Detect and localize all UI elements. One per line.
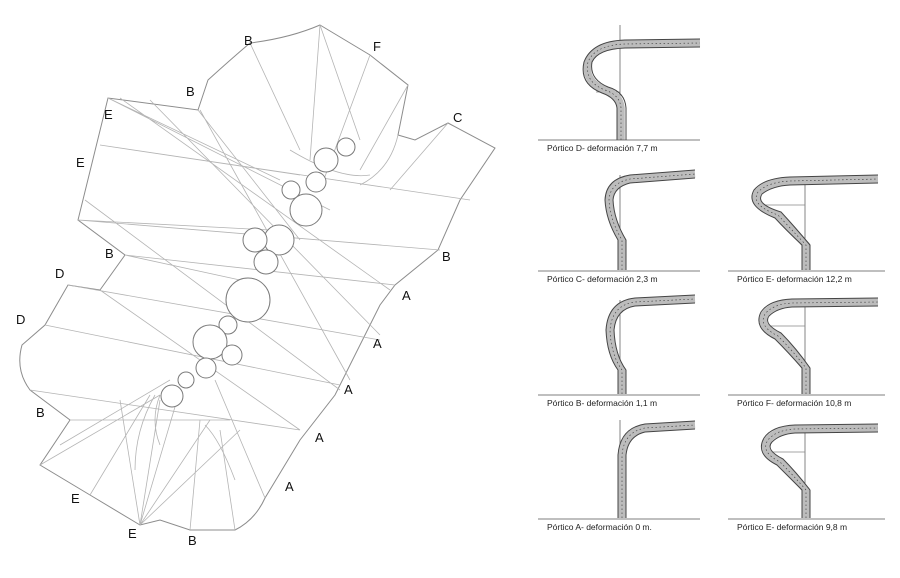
plan-label: A <box>344 382 353 397</box>
portico-panel: Pórtico E- deformación 9,8 m <box>728 423 885 532</box>
deformed-frame-edge <box>767 305 879 394</box>
deformed-frame <box>606 295 696 394</box>
deformed-frame <box>752 175 879 270</box>
plan-label: F <box>373 39 381 54</box>
deformed-frame-edge <box>617 420 696 518</box>
opening-circle <box>305 171 327 193</box>
deformed-frame <box>605 170 696 270</box>
plan-label: A <box>315 430 324 445</box>
portico-caption: Pórtico E- deformación 12,2 m <box>737 274 852 284</box>
plan-label: D <box>16 312 25 327</box>
plan-openings <box>160 137 356 408</box>
deformed-frame-edge <box>760 423 879 518</box>
portico-panel: Pórtico C- deformación 2,3 m <box>538 169 700 284</box>
opening-circle <box>195 357 217 379</box>
plan-label: C <box>453 110 462 125</box>
deformed-frame <box>583 39 701 140</box>
opening-circle <box>242 227 268 253</box>
deformed-frame-edge <box>751 174 879 270</box>
plan-label: E <box>104 107 113 122</box>
deformed-frame-edge <box>612 177 696 270</box>
deformed-frame-edge <box>758 297 879 394</box>
portico-caption: Pórtico A- deformación 0 m. <box>547 522 652 532</box>
portico-caption: Pórtico E- deformación 9,8 m <box>737 522 847 532</box>
plan-label: B <box>244 33 253 48</box>
plan-label: B <box>105 246 114 261</box>
frame-hatch <box>621 424 696 518</box>
plan-label: B <box>36 405 45 420</box>
portico-caption: Pórtico B- deformación 1,1 m <box>547 398 657 408</box>
portico-panel: Pórtico E- deformación 12,2 m <box>728 174 885 284</box>
plan-label: B <box>186 84 195 99</box>
plan-label: A <box>373 336 382 351</box>
opening-circle <box>313 147 339 173</box>
plan-label: D <box>55 266 64 281</box>
opening-circle <box>281 180 301 200</box>
deformed-frame-edge <box>582 38 701 140</box>
deformed-frame-edge <box>760 182 879 270</box>
frame-hatch <box>762 301 879 394</box>
plan-label: B <box>442 249 451 264</box>
opening-circle <box>221 344 243 366</box>
plan-label: E <box>128 526 137 541</box>
deformed-frame-edge <box>769 431 879 518</box>
portico-panel: Pórtico D- deformación 7,7 m <box>538 25 701 153</box>
opening-circle <box>218 315 238 335</box>
portico-caption: Pórtico C- deformación 2,3 m <box>547 274 658 284</box>
frame-hatch <box>587 42 701 140</box>
opening-circle <box>177 371 195 389</box>
portico-panel: Pórtico B- deformación 1,1 m <box>538 294 700 408</box>
opening-circle <box>225 277 271 323</box>
deformed-frame-edge <box>604 169 696 270</box>
portico-caption: Pórtico D- deformación 7,7 m <box>547 143 658 153</box>
plan-outline <box>19 24 496 531</box>
opening-circle <box>160 384 184 408</box>
portico-panel: Pórtico F- deformación 10,8 m <box>728 297 885 408</box>
plan-labels: B F B C E E B B D D A A A A A B E E B <box>16 33 462 548</box>
opening-circle <box>289 193 323 227</box>
deformed-frame <box>762 424 879 518</box>
plan-label: B <box>188 533 197 548</box>
deformed-frame-edge <box>625 428 696 518</box>
frame-hatch <box>765 427 879 518</box>
deformed-frame-edge <box>591 46 701 140</box>
deformed-frame-edge <box>605 294 696 394</box>
portico-caption: Pórtico F- deformación 10,8 m <box>737 398 851 408</box>
frame-hatch <box>755 178 879 270</box>
portico-panel: Pórtico A- deformación 0 m. <box>538 420 700 532</box>
plan-label: E <box>76 155 85 170</box>
plan-label: A <box>402 288 411 303</box>
deformed-frame <box>759 298 879 394</box>
deformed-frame-edge <box>613 302 696 394</box>
plan-label: A <box>285 479 294 494</box>
opening-circle <box>253 249 279 275</box>
frame-hatch <box>608 173 696 270</box>
opening-circle <box>336 137 356 157</box>
plan-label: E <box>71 491 80 506</box>
roof-plan: B F B C E E B B D D A A A A A B E E B <box>16 24 496 548</box>
